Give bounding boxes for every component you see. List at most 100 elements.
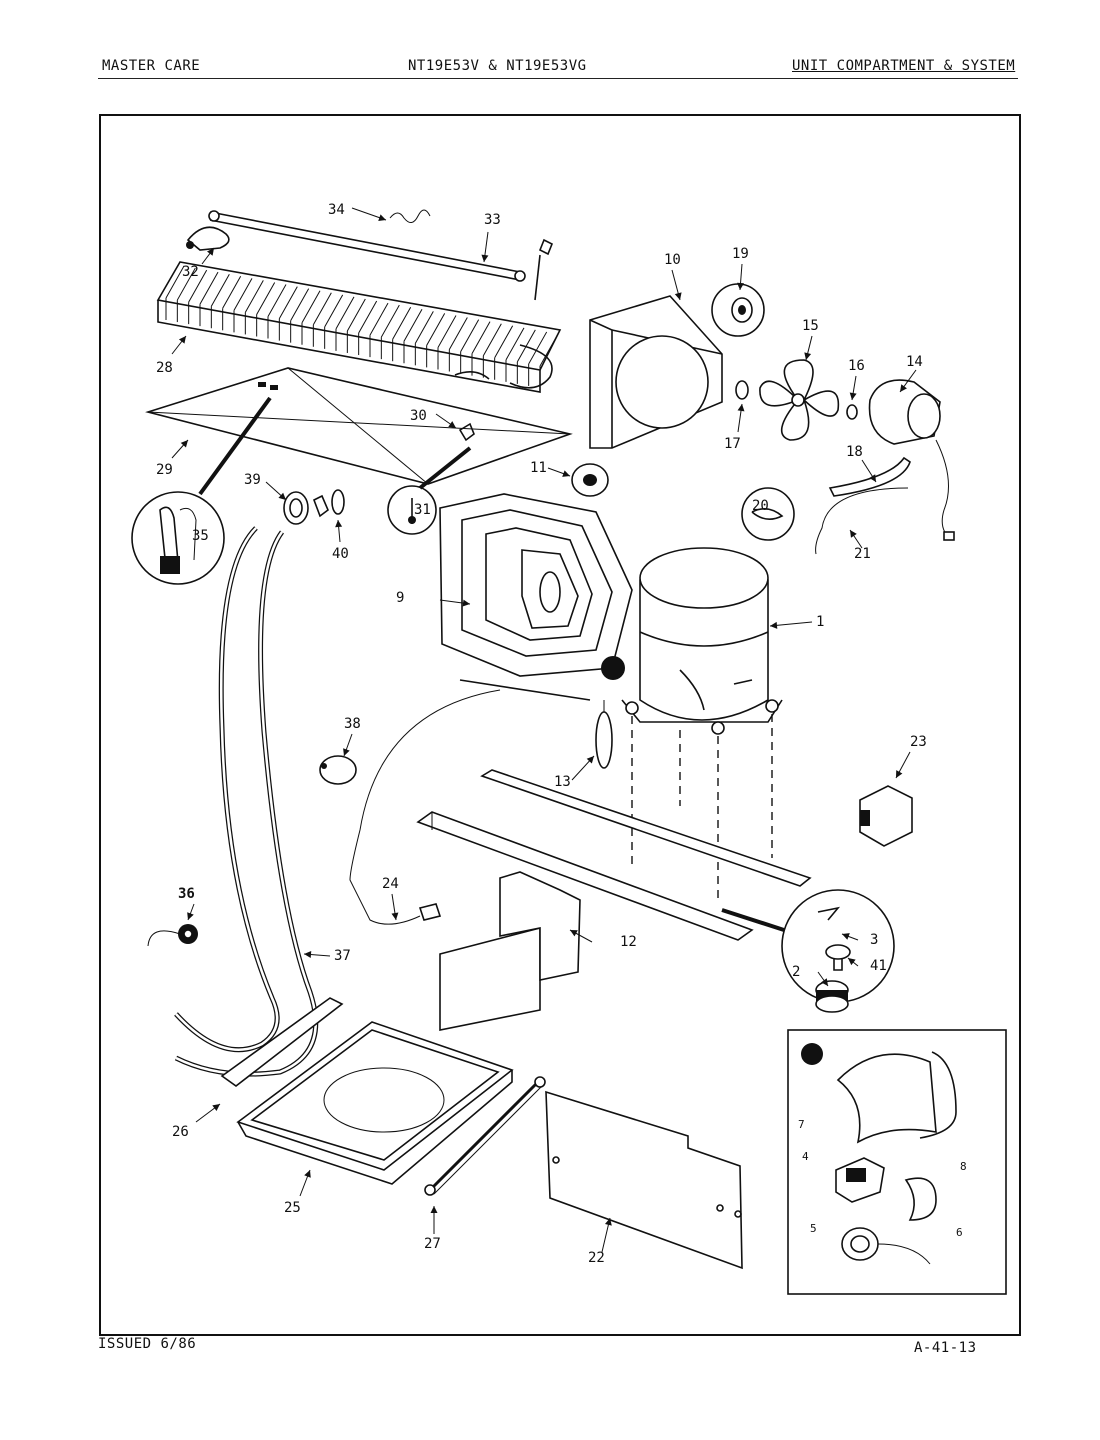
condenser-fin [460,319,480,352]
condenser-fin [403,309,423,342]
leader-31 [418,446,472,490]
condenser-fin [233,278,253,311]
condenser-fin [301,290,321,323]
callout-6: 6 [956,1226,963,1239]
drier [595,700,613,769]
arrow-head [335,520,343,528]
motor-bracket [828,456,911,497]
condenser-fin [380,304,400,338]
callout-41: 41 [870,958,887,974]
arrow-head [869,474,876,482]
access-panel [545,1090,743,1270]
arrow-head [804,352,812,360]
arrow-head [304,951,312,959]
drain-fitting [147,924,198,947]
mount-hardware-bubble [781,889,895,1013]
condenser-fin [210,273,230,307]
callout-arrows [171,207,917,1253]
callout-10: 10 [664,252,681,268]
callout-20: 20 [752,498,769,514]
callout-16: 16 [848,358,865,374]
mounting-guide-lines [631,714,773,904]
cord-plug [418,903,442,921]
nut [735,380,749,400]
condenser-fin [244,280,264,313]
callout-25: 25 [284,1200,301,1216]
arrow-head [391,912,399,920]
footer-page-code: A-41-13 [914,1340,977,1356]
header-model: NT19E53V & NT19E53VG [408,58,587,74]
arrow-head [586,756,594,764]
clamp [186,226,230,251]
leader-arrow [769,621,813,627]
relay [859,785,913,847]
condenser-fin [528,331,548,365]
condenser-fin [188,269,208,303]
arrow-head [343,748,350,756]
fan-mount-detail-bubble [711,283,765,337]
callout-19: 19 [732,246,749,262]
arrow-head [849,392,857,400]
callout-labels: 1 2 3 4 5 6 7 8 9 10 11 12 13 14 15 16 1… [156,202,967,1266]
callout-22: 22 [588,1250,605,1266]
diagram-frame [99,114,1021,1336]
condenser-support-rod [208,209,554,301]
condenser-fin [222,276,242,309]
arrow-head [821,978,828,986]
cable-clamp [319,755,357,785]
washer [846,404,858,420]
drain-pan [220,997,514,1185]
arrow-head [207,248,214,256]
drain-tube [174,526,319,1077]
header-rule [98,78,1018,79]
callout-37: 37 [334,948,351,964]
clip-detail-bubble [387,485,437,535]
condenser-fin [448,317,468,350]
callout-24: 24 [382,876,399,892]
condenser-fin [324,294,344,328]
callout-31: 31 [414,502,431,518]
condenser-fin [437,315,457,348]
condenser-fin [267,284,287,317]
leader-hardware [721,908,785,932]
arrow-head [896,770,903,778]
callout-1: 1 [816,614,824,630]
callout-11: 11 [530,460,547,476]
arrow-head [900,384,907,392]
callout-34: 34 [328,202,345,218]
arrow-head [737,404,745,412]
condenser-fin [312,292,332,326]
arrow-head [448,421,456,428]
callout-3: 3 [870,932,878,948]
arrow-head [481,254,489,262]
bracket-detail-bubble [741,487,795,541]
condenser-fin [290,288,310,321]
condenser-fin [278,286,298,319]
condenser-fin [165,265,185,299]
arrow-head [278,492,286,500]
arrow-head [430,1206,438,1213]
callout-8: 8 [960,1160,967,1173]
condenser-fin [358,300,378,334]
clip [458,422,475,442]
callout-12: 12 [620,934,637,950]
cross-brace [439,871,581,1031]
header-section: UNIT COMPARTMENT & SYSTEM [792,58,1016,74]
callout-30: 30 [410,408,427,424]
wire-harness [815,487,909,555]
footer-issued: ISSUED 6/86 [98,1336,197,1352]
arrow-head [462,599,470,607]
base-rail [416,769,812,941]
callout-13: 13 [554,774,571,790]
callout-32: 32 [182,264,199,280]
callout-35: 35 [192,528,209,544]
callout-36: 36 [178,886,195,902]
condenser-fin [494,325,514,359]
valve-detail-bubble [131,491,225,585]
condenser-fin [369,302,389,336]
grommet [571,463,609,497]
callout-28: 28 [156,360,173,376]
condenser-fin [335,296,355,330]
condenser-fin [426,313,446,346]
callout-26: 26 [172,1124,189,1140]
